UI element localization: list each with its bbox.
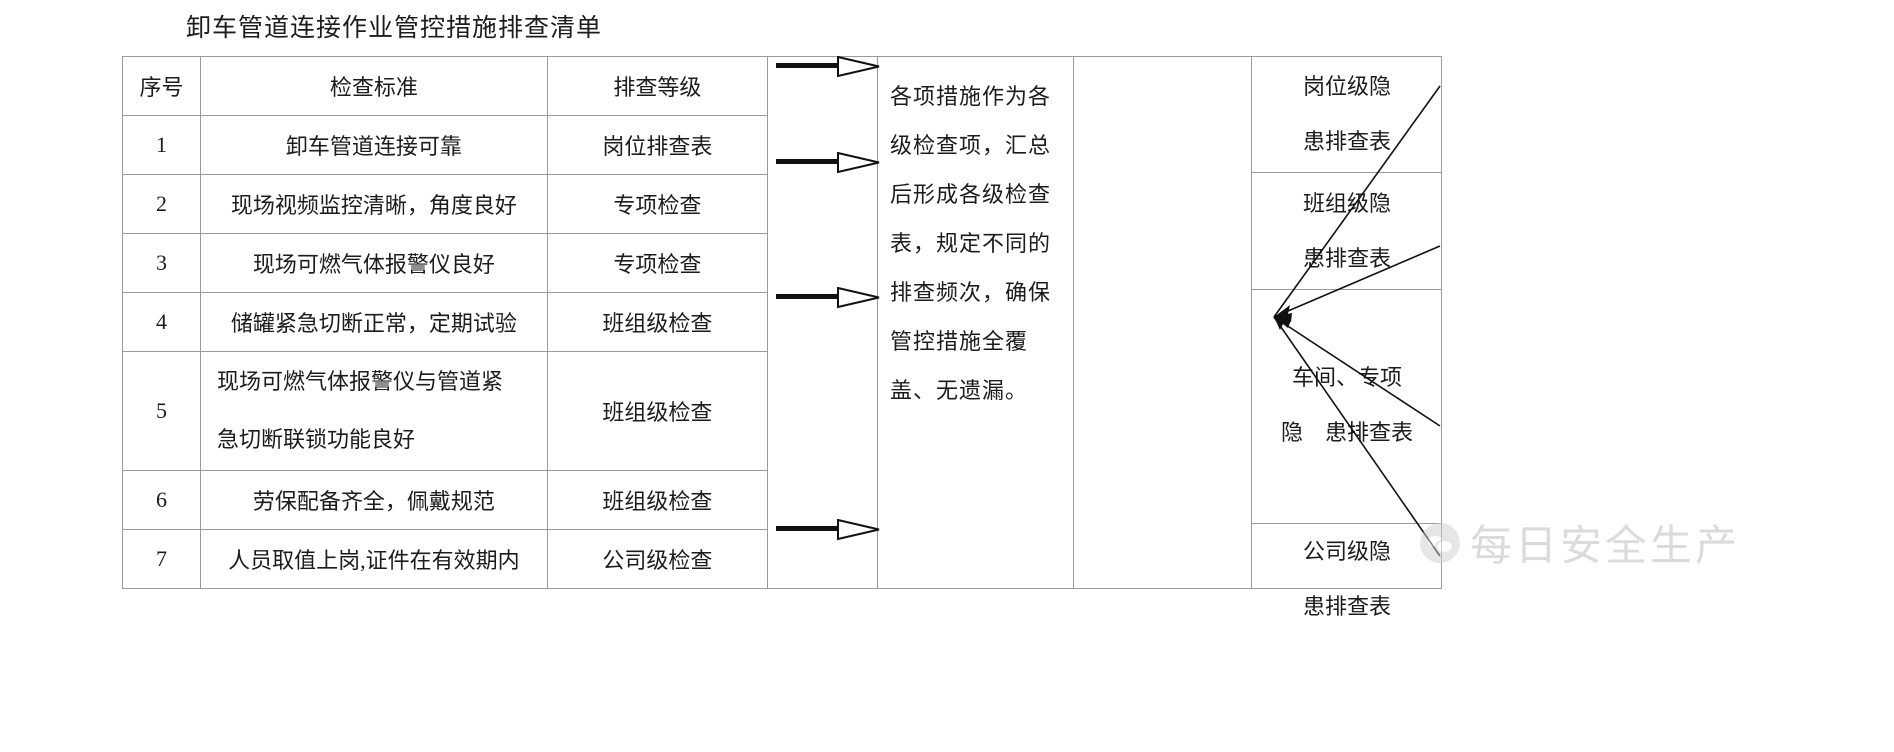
arrow-right-icon <box>776 287 880 309</box>
cell-index: 4 <box>122 292 201 352</box>
column-header-standard: 检查标准 <box>199 56 548 116</box>
cell-standard: 人员取值上岗,证件在有效期内 <box>199 529 548 589</box>
wechat-icon <box>1420 522 1460 563</box>
summary-column: 各项措施作为各级检查项，汇总后形成各级检查表，规定不同的排查频次，确保管控措施全… <box>878 56 1074 589</box>
cell-grade: 专项检查 <box>546 233 769 293</box>
arrow-right-icon <box>776 56 880 78</box>
arrow-right-icon <box>776 152 880 174</box>
output-item-line2: 患排查表 <box>1302 129 1391 154</box>
cell-grade: 班组级检查 <box>546 351 769 471</box>
column-header-grade: 排查等级 <box>546 56 769 116</box>
output-item-line1: 车间、专项 <box>1291 365 1402 390</box>
cell-index: 1 <box>122 115 201 175</box>
cell-standard: 现场可燃气体报警仪与管道紧 急切断联锁功能良好 <box>199 351 548 471</box>
output-item-line1: 班组级隐 <box>1302 191 1391 216</box>
output-item-line2: 隐 患排查表 <box>1280 420 1413 445</box>
cell-index: 5 <box>122 351 201 471</box>
table-row: 2 现场视频监控清晰，角度良好 专项检查 <box>122 174 769 234</box>
output-item-line1: 公司级隐 <box>1302 539 1391 564</box>
watermark-text: 每日安全生产 <box>1470 522 1741 569</box>
cell-standard: 现场视频监控清晰，角度良好 <box>199 174 548 234</box>
cell-index: 7 <box>122 529 201 589</box>
cell-standard-line1: 现场可燃气体报警仪与管道紧 <box>216 369 503 394</box>
cell-grade: 公司级检查 <box>546 529 769 589</box>
output-item-line2: 患排查表 <box>1302 594 1391 619</box>
cell-standard: 卸车管道连接可靠 <box>199 115 548 175</box>
cell-standard: 劳保配备齐全，佩戴规范 <box>199 470 548 530</box>
output-item: 公司级隐 患排查表 <box>1252 524 1442 619</box>
arrow-right-icon <box>776 519 880 541</box>
table-row: 5 现场可燃气体报警仪与管道紧 急切断联锁功能良好 班组级检查 <box>122 351 769 471</box>
output-item: 车间、专项 隐 患排查表 <box>1252 290 1442 524</box>
table-row: 4 储罐紧急切断正常，定期试验 班组级检查 <box>122 292 769 352</box>
output-item: 班组级隐 患排查表 <box>1252 173 1442 290</box>
arrow-column <box>767 56 880 589</box>
table-row: 6 劳保配备齐全，佩戴规范 班组级检查 <box>122 470 769 530</box>
table-header-row: 序号 检查标准 排查等级 <box>122 56 769 116</box>
watermark: 每日安全生产 <box>1420 512 1740 573</box>
output-item: 岗位级隐 患排查表 <box>1252 56 1442 173</box>
column-header-index: 序号 <box>122 56 201 116</box>
output-item-line2: 患排查表 <box>1302 246 1391 271</box>
summary-paragraph: 各项措施作为各级检查项，汇总后形成各级检查表，规定不同的排查频次，确保管控措施全… <box>890 84 1052 403</box>
checklist-table: 序号 检查标准 排查等级 1 卸车管道连接可靠 岗位排查表 2 现场视频监控清晰… <box>122 56 769 589</box>
cell-grade: 班组级检查 <box>546 292 769 352</box>
table-row: 7 人员取值上岗,证件在有效期内 公司级检查 <box>122 529 769 589</box>
table-row: 3 现场可燃气体报警仪良好 专项检查 <box>122 233 769 293</box>
page-title: 卸车管道连接作业管控措施排查清单 <box>186 15 603 42</box>
cell-grade: 班组级检查 <box>546 470 769 530</box>
cell-standard: 储罐紧急切断正常，定期试验 <box>199 292 548 352</box>
cell-standard: 现场可燃气体报警仪良好 <box>199 233 548 293</box>
table-row: 1 卸车管道连接可靠 岗位排查表 <box>122 115 769 175</box>
output-item-line1: 岗位级隐 <box>1302 74 1391 99</box>
outputs-column: 岗位级隐 患排查表 班组级隐 患排查表 车间、专项 隐 患排查表 公司级隐 患排… <box>1252 56 1442 619</box>
cell-index: 2 <box>122 174 201 234</box>
cell-grade: 岗位排查表 <box>546 115 769 175</box>
cell-index: 3 <box>122 233 201 293</box>
cell-standard-line2: 急切断联锁功能良好 <box>216 427 415 452</box>
blank-column <box>1074 56 1252 589</box>
cell-index: 6 <box>122 470 201 530</box>
cell-grade: 专项检查 <box>546 174 769 234</box>
